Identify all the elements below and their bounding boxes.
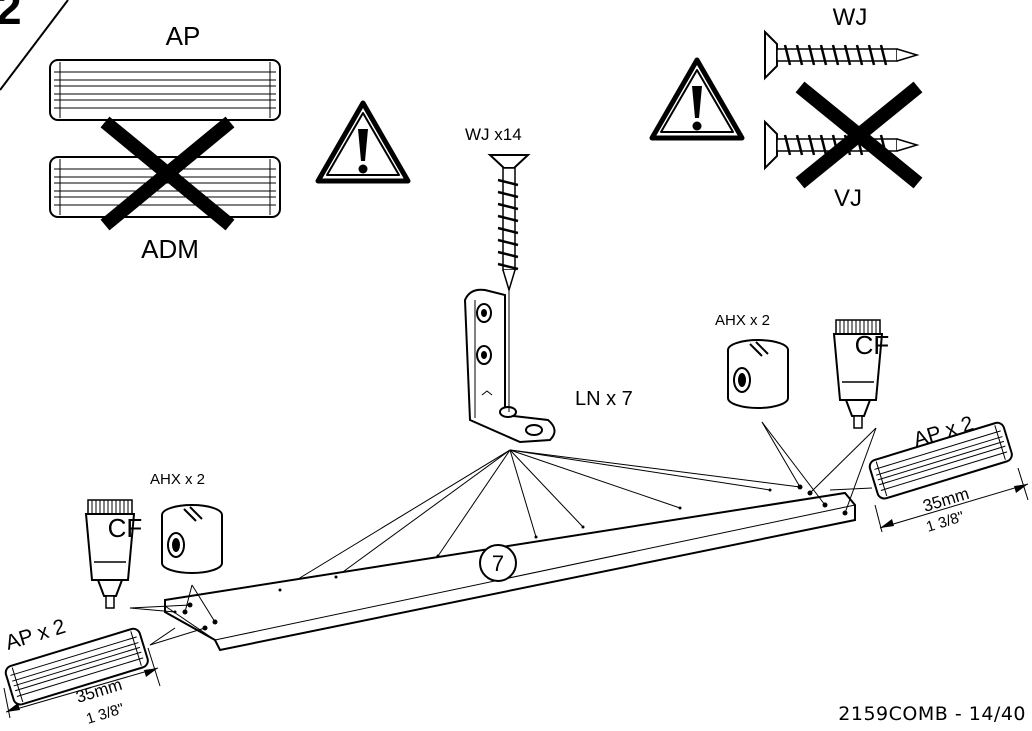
part-number: 7 <box>492 551 504 576</box>
part-number-badge <box>479 544 517 582</box>
leader-lines <box>129 584 216 646</box>
screw-icon <box>487 154 531 293</box>
dowel-wrong-label: ADM <box>141 234 199 264</box>
step-number: 2 <box>0 0 22 34</box>
bracket-qty-label: LN x 7 <box>575 388 633 410</box>
glue-label-right: CF <box>855 330 890 360</box>
cam-nut-icon <box>727 339 789 409</box>
dimension-right <box>874 467 1029 533</box>
cam-qty-right: AHX x 2 <box>715 312 770 329</box>
dimension-left <box>3 647 161 719</box>
screw-correct-icon <box>763 30 919 80</box>
screw-correct-label: WJ <box>833 4 868 31</box>
cam-nut-icon <box>161 504 223 574</box>
dim-imperial-left: 1 3/8" <box>84 700 126 728</box>
dim-metric-right: 35mm <box>921 484 972 516</box>
cross-mark-icon <box>795 81 923 189</box>
step-corner-line <box>0 0 69 91</box>
cam-qty-left: AHX x 2 <box>150 471 205 488</box>
glue-label-left: CF <box>108 513 143 543</box>
warning-icon <box>652 60 742 138</box>
angle-bracket-icon <box>463 288 556 444</box>
dowel-correct-label: AP <box>166 21 201 51</box>
dowel-qty-left: AP x 2 <box>3 615 69 655</box>
page-footer: 2159COMB - 14/40 <box>838 703 1026 725</box>
cross-mark-icon <box>100 116 235 231</box>
screw-qty-label: WJ x14 <box>465 125 522 144</box>
warning-icon <box>318 103 408 181</box>
dowel-correct-icon <box>49 59 281 121</box>
leader-lines <box>761 421 877 514</box>
leader-lines <box>279 449 801 591</box>
screw-wrong-label: VJ <box>834 185 862 212</box>
